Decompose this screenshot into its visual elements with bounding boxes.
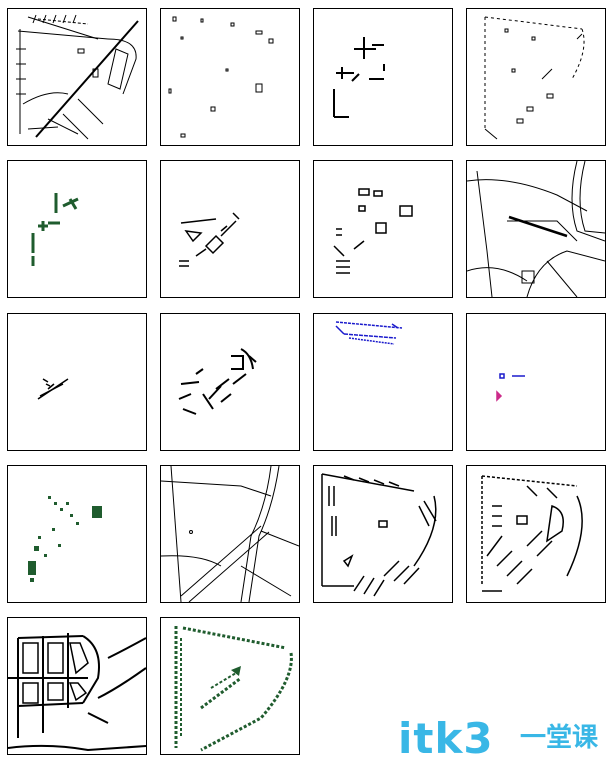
- cross-symbols-drawing: [333, 37, 385, 118]
- layer-tile-15[interactable]: [313, 465, 453, 603]
- dashed-triangle-drawing: [484, 16, 585, 140]
- road-network-2-drawing: [161, 466, 299, 602]
- layer-tile-7[interactable]: [313, 160, 453, 298]
- layer-tile-4[interactable]: [466, 8, 606, 146]
- site-detail-drawing: [481, 475, 583, 592]
- two-symbols-drawing: [496, 373, 525, 402]
- site-buildings-drawing: [321, 473, 437, 597]
- scattered-marks-drawing: [168, 16, 274, 138]
- layer-tile-2[interactable]: [160, 8, 300, 146]
- layer-tile-1[interactable]: [7, 8, 147, 146]
- road-network-drawing: [467, 161, 605, 297]
- layer-tile-14[interactable]: [160, 465, 300, 603]
- layer-tile-10[interactable]: [160, 313, 300, 451]
- layer-tile-3[interactable]: [313, 8, 453, 146]
- building-fragments-drawing: [179, 212, 240, 267]
- watermark-text: itk3: [398, 714, 494, 763]
- layer-tile-9[interactable]: [7, 313, 147, 451]
- site-outline-drawing: [16, 14, 139, 140]
- diagonal-strip-drawing: [37, 378, 69, 400]
- green-dots-drawing: [28, 496, 102, 582]
- green-cross-drawing: [31, 193, 79, 266]
- layer-tile-11[interactable]: [313, 313, 453, 451]
- layer-tile-5[interactable]: [7, 160, 147, 298]
- layer-tile-8[interactable]: [466, 160, 606, 298]
- layer-tile-18[interactable]: [160, 617, 300, 755]
- layer-tile-12[interactable]: [466, 313, 606, 451]
- layer-tile-13[interactable]: [7, 465, 147, 603]
- small-buildings-drawing: [333, 188, 413, 274]
- layer-tile-16[interactable]: [466, 465, 606, 603]
- curved-buildings-drawing: [178, 348, 257, 415]
- watermark-logo: itk3 一堂课: [398, 716, 610, 762]
- green-trees-drawing: [174, 626, 293, 752]
- layer-tile-17[interactable]: [7, 617, 147, 755]
- layer-tile-6[interactable]: [160, 160, 300, 298]
- blue-text-strip-drawing: [335, 321, 403, 345]
- watermark-suffix: 一堂课: [520, 723, 599, 753]
- block-layout-drawing: [8, 633, 146, 752]
